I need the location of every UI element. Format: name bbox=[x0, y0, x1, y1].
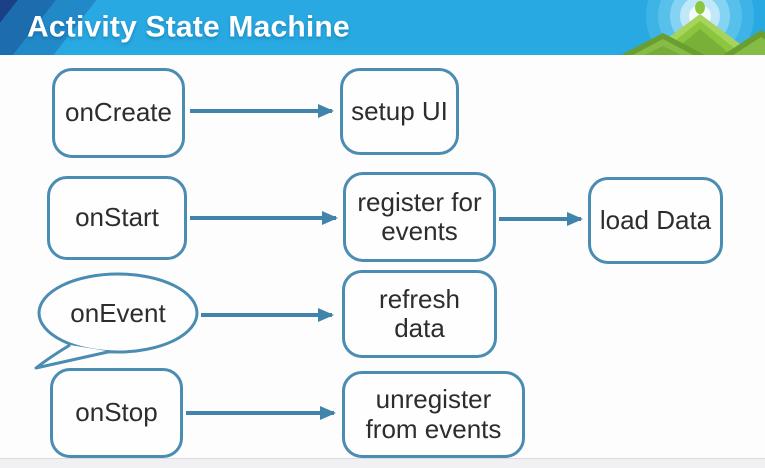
node-onevent-label: onEvent bbox=[70, 297, 166, 328]
header-bar: Activity State Machine bbox=[0, 0, 765, 55]
node-load-data: load Data bbox=[588, 177, 723, 264]
node-oncreate: onCreate bbox=[52, 68, 185, 158]
mountains-logo-icon bbox=[615, 0, 765, 55]
node-onstart-label: onStart bbox=[75, 202, 159, 233]
node-setup-ui: setup UI bbox=[340, 68, 459, 155]
slide-title: Activity State Machine bbox=[27, 9, 350, 43]
node-refresh-data-label: refresh data bbox=[379, 283, 460, 343]
node-onevent: onEvent bbox=[38, 274, 198, 352]
node-refresh-data: refresh data bbox=[342, 270, 497, 358]
node-load-data-label: load Data bbox=[599, 204, 712, 235]
node-onstop-label: onStop bbox=[75, 397, 158, 428]
node-setup-ui-label: setup UI bbox=[351, 95, 448, 126]
node-register-for-events-label: register for events bbox=[357, 186, 482, 246]
node-unregister-from-events-label: unregister from events bbox=[365, 384, 502, 444]
node-register-for-events: register for events bbox=[343, 172, 496, 262]
bottom-strip bbox=[0, 458, 765, 468]
mountains-logo-svg bbox=[621, 0, 765, 55]
node-oncreate-label: onCreate bbox=[65, 97, 172, 128]
node-onstart: onStart bbox=[47, 176, 187, 260]
node-onstop: onStop bbox=[50, 368, 183, 458]
node-unregister-from-events: unregister from events bbox=[342, 371, 525, 458]
